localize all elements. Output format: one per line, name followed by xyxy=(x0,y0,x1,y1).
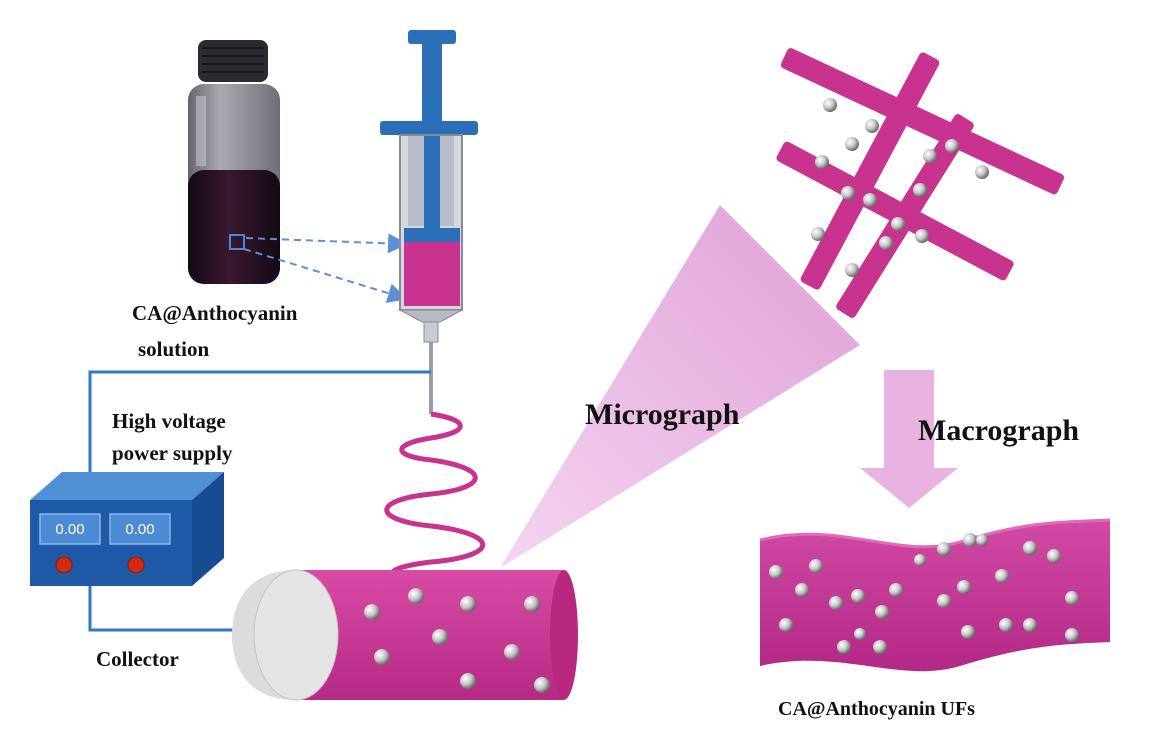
meter-left xyxy=(39,513,101,545)
knob-right xyxy=(127,556,145,574)
macrograph-label: Macrograph xyxy=(918,414,1080,447)
product-label: CA@Anthocyanin UFs xyxy=(778,698,975,720)
drum-particles xyxy=(364,588,550,693)
syringe-icon xyxy=(380,30,478,414)
power-supply-label-line1: High voltage xyxy=(112,409,226,433)
vial-icon xyxy=(188,40,280,284)
micrograph-cone xyxy=(500,205,860,568)
fiber-jet-spiral xyxy=(384,411,485,580)
fiber-mesh-icon xyxy=(776,48,1064,318)
zoom-line-bottom xyxy=(243,248,408,303)
solution-label: CA@Anthocyanin xyxy=(132,301,298,325)
zoom-line-top xyxy=(245,233,408,254)
power-supply-label-line2: power supply xyxy=(112,441,233,465)
collector-label: Collector xyxy=(96,647,179,671)
wire-circuit xyxy=(88,370,431,632)
macrograph-arrow xyxy=(860,370,958,508)
meter-right xyxy=(109,513,171,545)
solution-label-line2: solution xyxy=(138,337,210,361)
mesh-particles xyxy=(811,98,989,277)
knob-left xyxy=(55,556,73,574)
meter-right-value: 0.00 xyxy=(125,521,154,538)
power-supply-icon: 0.00 0.00 xyxy=(30,472,224,586)
micrograph-label: Micrograph xyxy=(585,398,740,431)
sheet-particles xyxy=(769,533,1079,654)
fiber-sheet-icon xyxy=(759,518,1111,672)
drum-collector-icon xyxy=(232,569,578,701)
meter-left-value: 0.00 xyxy=(55,521,84,538)
